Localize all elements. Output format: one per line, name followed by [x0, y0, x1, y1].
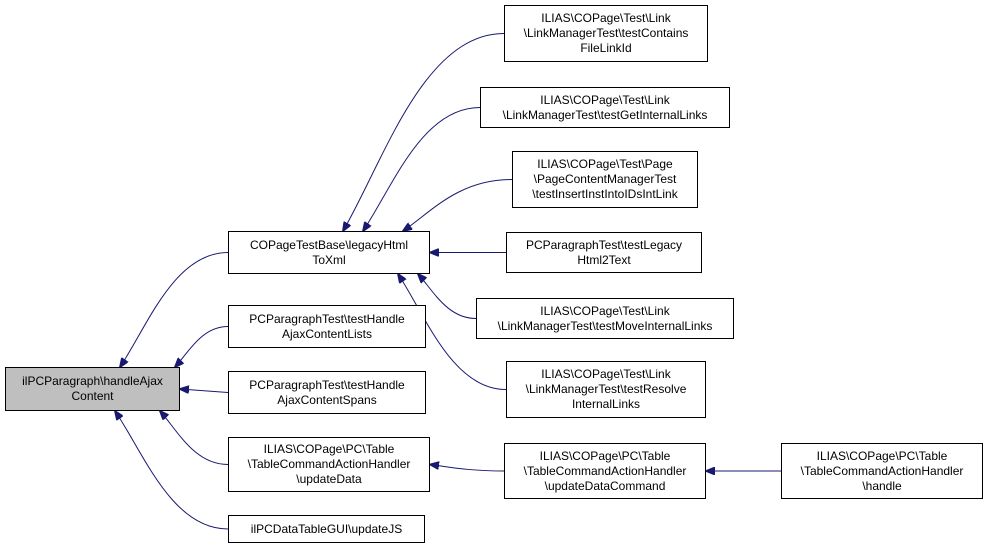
- node-updatedata[interactable]: ILIAS\COPage\PC\Table\TableCommandAction…: [228, 437, 430, 492]
- edge-legacy-to-root: [120, 252, 229, 368]
- node-label-line: ILIAS\COPage\PC\Table: [263, 442, 395, 456]
- node-label-line: \updateData: [296, 472, 362, 486]
- node-testinsertinstintoidsintlink[interactable]: ILIAS\COPage\Test\Page\PageContentManage…: [512, 151, 698, 208]
- node-updatedatacommand[interactable]: ILIAS\COPage\PC\Table\TableCommandAction…: [504, 443, 706, 499]
- node-label-line: ilPCDataTableGUI\updateJS: [250, 521, 403, 536]
- node-label-line: ILIAS\COPage\PC\Table: [816, 448, 948, 463]
- edge-spans-to-root: [180, 389, 229, 393]
- node-label-line: Html2Text: [577, 252, 631, 267]
- node-label-line: FileLinkId: [580, 41, 632, 55]
- node-label-line: PCParagraphTest\testHandle: [249, 377, 405, 392]
- node-label-line: PCParagraphTest\testHandle: [249, 311, 405, 326]
- node-label-line: \updateDataCommand: [544, 478, 666, 493]
- node-label-line: InternalLinks: [571, 397, 641, 411]
- edge-t5-to-legacy: [418, 274, 477, 319]
- node-testmoveinternallinks[interactable]: ILIAS\COPage\Test\Link\LinkManagerTest\t…: [476, 298, 734, 339]
- node-updatejs[interactable]: ilPCDataTableGUI\updateJS: [228, 515, 425, 543]
- node-testgetinternallinks[interactable]: ILIAS\COPage\Test\Link\LinkManagerTest\t…: [480, 87, 730, 128]
- node-label-line: ILIAS\COPage\PC\Table: [539, 448, 671, 463]
- node-label-line: ILIAS\COPage\Test\Link: [540, 92, 670, 107]
- edge-t1-to-legacy: [343, 33, 505, 232]
- node-label-line: \LinkManagerTest\testContains: [523, 26, 689, 40]
- node-handle[interactable]: ILIAS\COPage\PC\Table\TableCommandAction…: [781, 443, 983, 499]
- node-label-line: \handle: [862, 478, 902, 493]
- node-label-line: \LinkManagerTest\testMoveInternalLinks: [497, 318, 713, 333]
- edge-updcmd-to-upd: [430, 465, 505, 472]
- edge-t3-to-legacy: [403, 179, 513, 232]
- node-label-line: PCParagraphTest\testLegacy: [525, 237, 683, 252]
- node-label-line: ToXml: [312, 252, 346, 267]
- edge-lists-to-root: [175, 326, 229, 368]
- node-label-line: AjaxContentSpans: [277, 392, 377, 407]
- node-label-line: \PageContentManagerTest: [533, 172, 677, 186]
- edge-upd-to-root: [160, 411, 229, 465]
- node-label-line: AjaxContentLists: [281, 326, 373, 341]
- node-label-line: ILIAS\COPage\Test\Link: [541, 367, 671, 381]
- edge-t6-to-legacy: [398, 274, 507, 390]
- edge-t2-to-legacy: [363, 107, 481, 232]
- edge-js-to-root: [115, 411, 229, 530]
- node-label-line: Content: [71, 389, 114, 403]
- node-label-line: ilPCParagraph\handleAjax: [22, 374, 163, 388]
- node-label-line: ILIAS\COPage\Test\Link: [540, 303, 670, 318]
- node-testresolveinternallinks[interactable]: ILIAS\COPage\Test\Link\LinkManagerTest\t…: [506, 361, 706, 418]
- node-label-line: \LinkManagerTest\testResolve: [525, 382, 687, 396]
- node-label-line: \TableCommandActionHandler: [523, 463, 687, 478]
- node-label-line: \TableCommandActionHandler: [247, 457, 411, 471]
- node-testcontainsfilelinkid[interactable]: ILIAS\COPage\Test\Link\LinkManagerTest\t…: [504, 5, 708, 62]
- node-label-line: \TableCommandActionHandler: [800, 463, 964, 478]
- node-label-line: \LinkManagerTest\testGetInternalLinks: [502, 107, 708, 122]
- node-label-line: ILIAS\COPage\Test\Page: [537, 157, 673, 171]
- node-label-line: ILIAS\COPage\Test\Link: [541, 11, 671, 25]
- node-label-line: \testInsertInstIntoIDsIntLink: [532, 187, 678, 201]
- node-label-line: COPageTestBase\legacyHtml: [249, 237, 409, 252]
